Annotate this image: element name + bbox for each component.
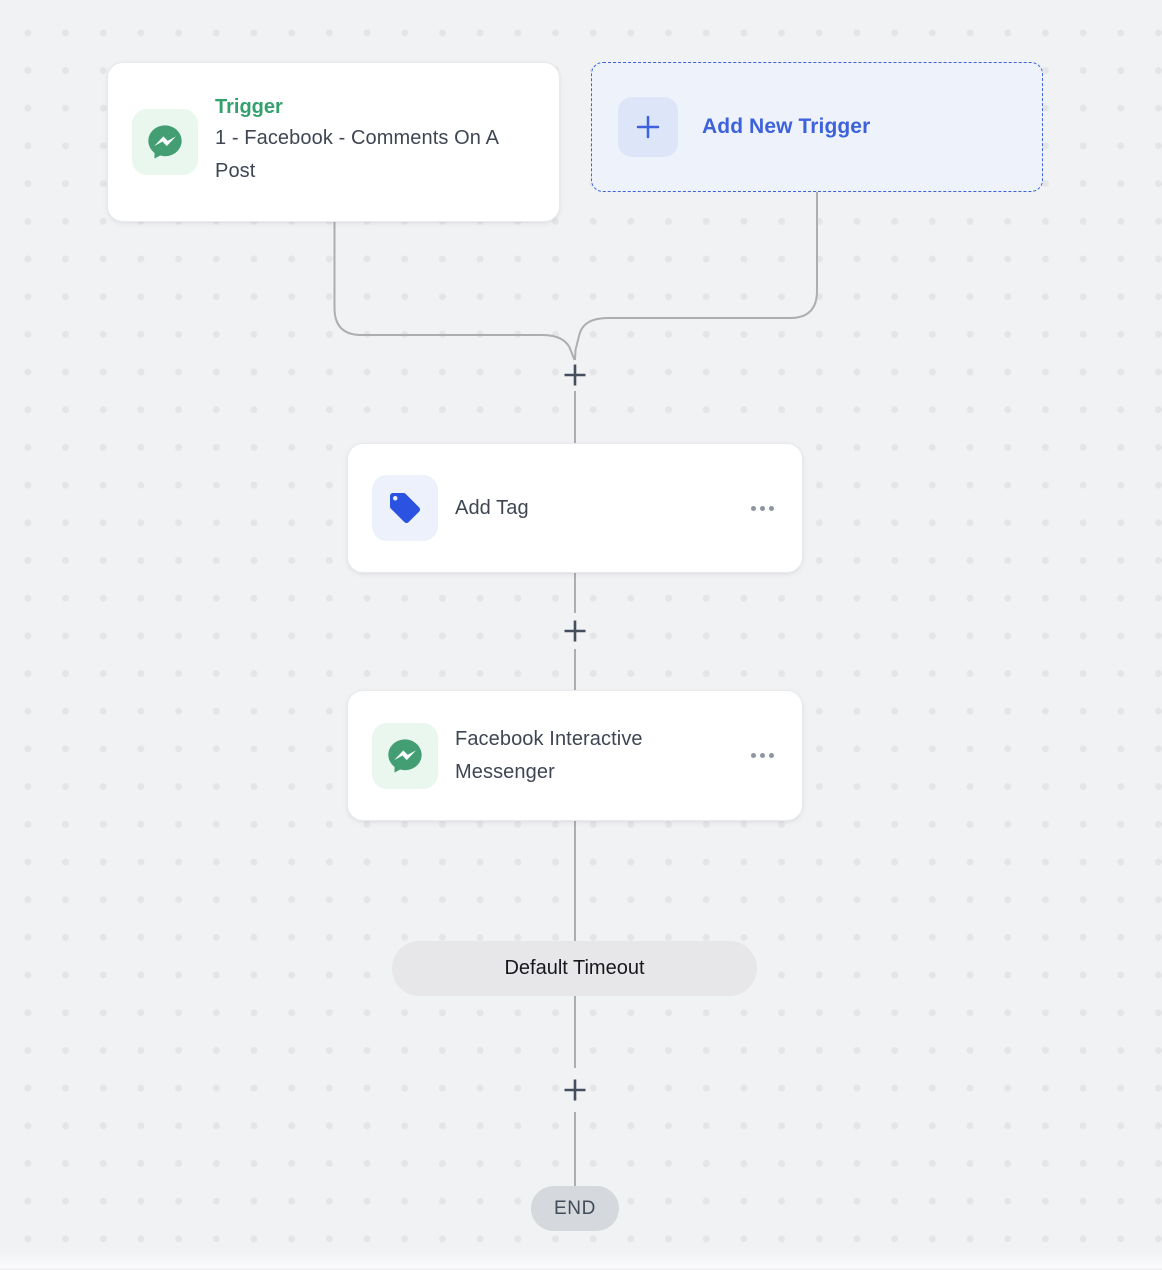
trigger-label: Trigger [215, 96, 283, 118]
edge-trigger-to-merge [333, 222, 576, 361]
add-tag-node[interactable]: Add Tag [347, 443, 803, 573]
messenger-icon [132, 109, 198, 175]
edge-addtrigger-to-merge [574, 192, 818, 361]
tag-icon [372, 475, 438, 541]
end-node: END [531, 1186, 619, 1231]
end-label: END [554, 1197, 596, 1219]
add-new-trigger-button[interactable]: Add New Trigger [591, 62, 1043, 192]
facebook-interactive-node[interactable]: Facebook Interactive Messenger [347, 690, 803, 821]
plus-icon [564, 1079, 586, 1101]
add-step-button-3[interactable] [558, 1073, 592, 1107]
trigger-title: 1 - Facebook - Comments On A Post [215, 127, 498, 182]
plus-icon [564, 364, 586, 386]
trigger-node[interactable]: Trigger 1 - Facebook - Comments On A Pos… [107, 62, 560, 222]
add-step-button-2[interactable] [558, 614, 592, 648]
default-timeout-pill[interactable]: Default Timeout [392, 941, 757, 996]
add-step-button-1[interactable] [558, 358, 592, 392]
default-timeout-label: Default Timeout [504, 957, 645, 979]
node-menu-button[interactable] [747, 496, 778, 521]
messenger-icon [372, 722, 438, 789]
plus-icon [618, 97, 678, 157]
add-tag-title: Add Tag [455, 496, 529, 519]
node-menu-button[interactable] [747, 743, 778, 768]
add-new-trigger-label: Add New Trigger [702, 115, 871, 138]
plus-icon [564, 620, 586, 642]
facebook-interactive-title: Facebook Interactive Messenger [455, 727, 643, 783]
